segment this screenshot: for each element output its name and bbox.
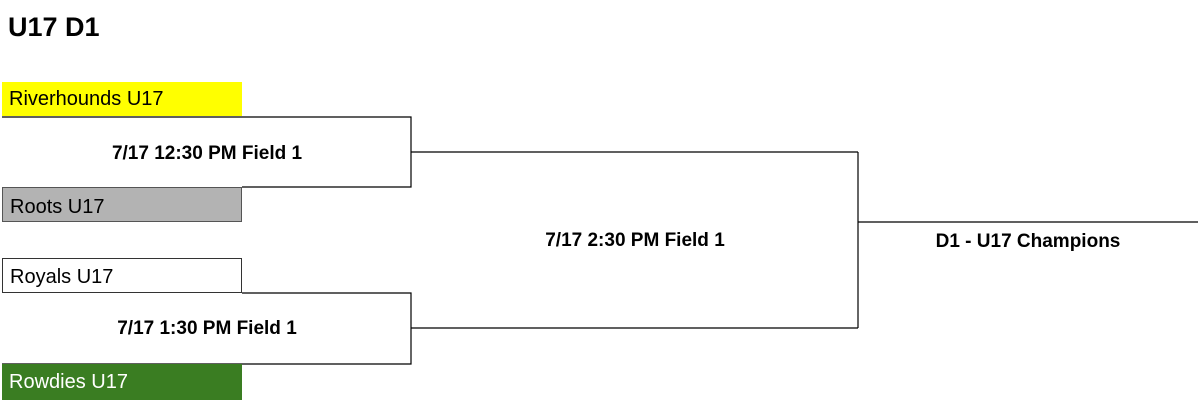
team-slot-royals: Royals U17 — [2, 258, 242, 293]
team-slot-rowdies: Rowdies U17 — [2, 364, 242, 400]
game-label-final: 7/17 2:30 PM Field 1 — [545, 230, 725, 251]
page-title: U17 D1 — [8, 12, 100, 42]
game-label-round1-match1: 7/17 12:30 PM Field 1 — [111, 143, 303, 164]
team-slot-riverhounds: Riverhounds U17 — [2, 82, 242, 116]
game-label-round1-match2: 7/17 1:30 PM Field 1 — [117, 318, 297, 339]
champion-label: D1 - U17 Champions — [935, 231, 1121, 252]
team-slot-roots: Roots U17 — [2, 187, 242, 222]
